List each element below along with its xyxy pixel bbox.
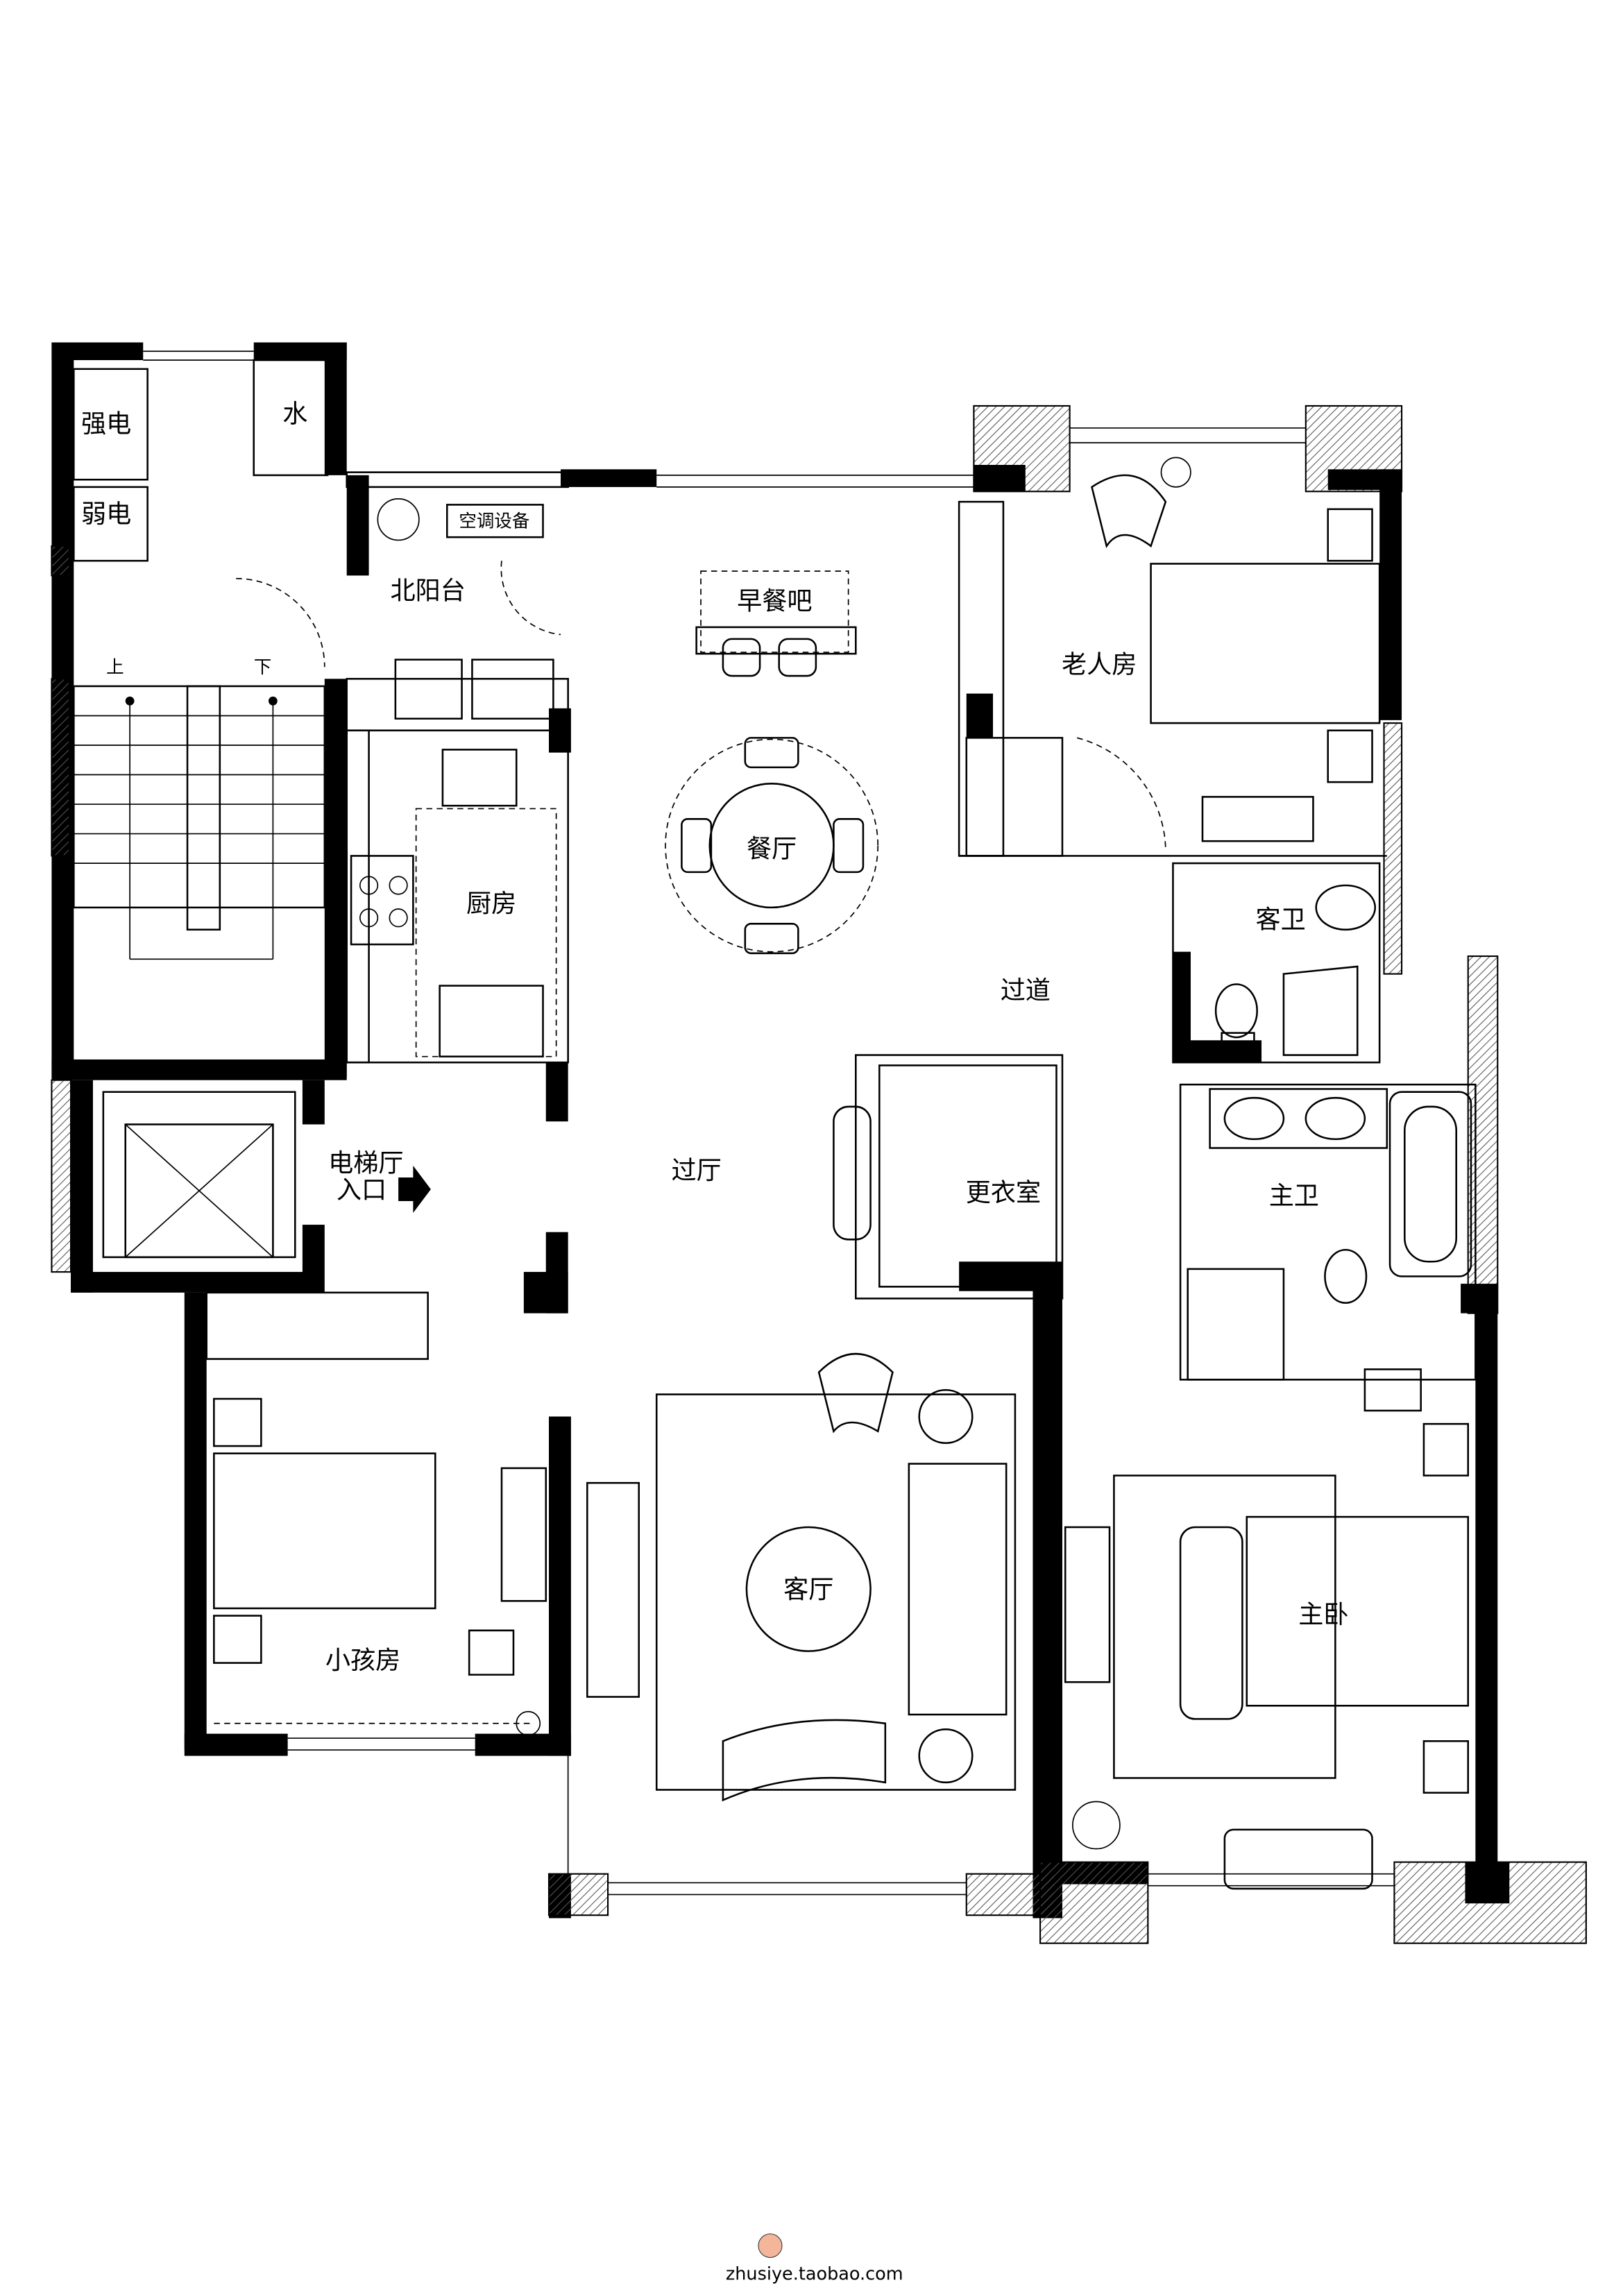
label-guest-bath: 客卫 <box>1256 905 1306 935</box>
stair-core <box>51 342 347 1080</box>
kids-room <box>184 1291 571 1756</box>
kitchen-balcony <box>236 469 657 1313</box>
watermark-text: zhusiye.taobao.com <box>726 2263 903 2284</box>
watermark-logo-icon <box>758 2233 783 2259</box>
label-living-room: 客厅 <box>783 1574 833 1604</box>
label-strong-power: 强电 <box>81 409 131 439</box>
master-bath <box>1179 1083 1498 1381</box>
entrance-arrow-icon <box>398 1166 431 1214</box>
label-ac-equipment: 空调设备 <box>459 511 529 532</box>
label-entrance: 入口 <box>337 1175 386 1205</box>
label-water: 水 <box>282 398 307 428</box>
label-elevator-hall: 电梯厅 <box>328 1148 403 1178</box>
guest-bath <box>1172 862 1499 1314</box>
label-breakfast-bar: 早餐吧 <box>737 586 812 615</box>
label-dining: 餐厅 <box>747 834 797 864</box>
label-master-bath: 主卫 <box>1269 1180 1319 1210</box>
label-master-bedroom: 主卧 <box>1298 1599 1348 1629</box>
label-kids-room: 小孩房 <box>325 1645 400 1675</box>
label-stair-up: 上 <box>106 657 124 678</box>
label-weak-power: 弱电 <box>81 499 131 529</box>
master-bedroom <box>1039 1306 1587 1944</box>
dressing-room <box>833 1054 1064 1919</box>
label-elderly-room: 老人房 <box>1062 649 1137 679</box>
label-corridor: 过道 <box>1001 976 1051 1005</box>
label-stair-down: 下 <box>254 657 272 678</box>
staircase <box>73 685 326 960</box>
watermark: zhusiye.taobao.com <box>726 2233 903 2284</box>
label-north-balcony: 北阳台 <box>390 575 465 605</box>
elderly-room <box>958 405 1403 975</box>
dining-area <box>656 475 974 955</box>
label-foyer: 过厅 <box>672 1155 722 1185</box>
living-room <box>547 1352 1056 1919</box>
elevator-lobby <box>51 1079 431 1293</box>
room-labels: 强电 水 弱电 上 下 北阳台 空调设备 早餐吧 老人房 餐厅 厨房 客卫 过道… <box>81 398 1349 1675</box>
label-dressing-room: 更衣室 <box>966 1177 1041 1207</box>
label-kitchen: 厨房 <box>466 888 516 918</box>
